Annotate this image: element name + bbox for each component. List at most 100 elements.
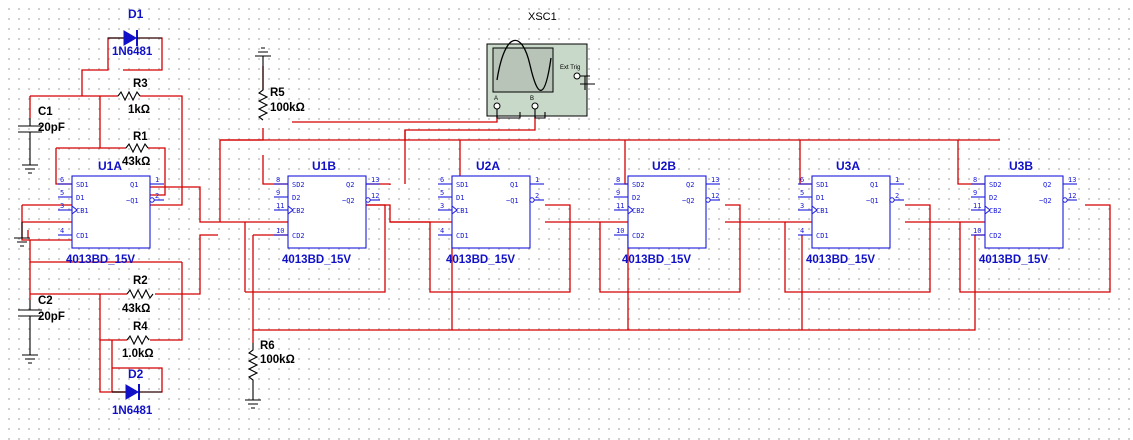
pin-name: CB1 xyxy=(456,207,469,215)
c1-value: 20pF xyxy=(38,122,65,134)
pin-name: Q1 xyxy=(130,181,138,189)
pin-name: CD1 xyxy=(456,232,469,240)
d1-value: 1N6481 xyxy=(112,46,153,58)
c2-ref: C2 xyxy=(38,295,53,307)
ic-body xyxy=(287,175,367,249)
capacitor-c1[interactable] xyxy=(18,118,42,174)
pin-name: D1 xyxy=(456,194,464,202)
capacitor-c2[interactable] xyxy=(18,300,42,364)
pin-number: 12 xyxy=(1068,192,1076,200)
pin-name: SD1 xyxy=(76,181,89,189)
d2-ref: D2 xyxy=(128,367,144,381)
pin-name: ~Q1 xyxy=(866,197,879,205)
pin-name: Q2 xyxy=(346,181,354,189)
pin-name: ~Q2 xyxy=(342,197,355,205)
pin-name: CB1 xyxy=(76,207,89,215)
pin-number: 9 xyxy=(616,189,620,197)
r1-value: 43kΩ xyxy=(122,156,150,168)
d1-ref: D1 xyxy=(128,7,144,21)
ic-part: 4013BD_15V xyxy=(446,254,515,266)
pin-name: ~Q1 xyxy=(506,197,519,205)
c2-value: 20pF xyxy=(38,311,65,323)
diode-d1[interactable] xyxy=(108,30,162,46)
pin-number: 6 xyxy=(60,176,64,184)
pin-name: CD1 xyxy=(76,232,89,240)
pin-number: 13 xyxy=(711,176,719,184)
resistor-r4[interactable] xyxy=(126,334,150,346)
pin-number: 4 xyxy=(440,227,444,235)
channel-b-label: B xyxy=(530,96,534,102)
r4-value: 1.0kΩ xyxy=(122,348,154,360)
ic-ref: U3A xyxy=(836,159,860,173)
pin-name: CB2 xyxy=(292,207,305,215)
oscilloscope-xsc1[interactable]: XSC1 A B Ext Trig xyxy=(486,11,595,119)
ext-trig-terminal[interactable] xyxy=(573,72,581,80)
pin-name: SD1 xyxy=(456,181,469,189)
pin-name: D2 xyxy=(292,194,300,202)
pin-name: D2 xyxy=(632,194,640,202)
pin-number: 10 xyxy=(616,227,624,235)
pin-number: 8 xyxy=(616,176,620,184)
pin-number: 8 xyxy=(276,176,280,184)
r2-ref: R2 xyxy=(133,275,148,287)
ground-left xyxy=(14,222,30,247)
sine-wave-icon xyxy=(496,39,552,92)
diode-d2[interactable] xyxy=(112,384,162,400)
pin-number: 12 xyxy=(371,192,379,200)
channel-b-terminal[interactable] xyxy=(531,102,539,110)
r6-value: 100kΩ xyxy=(260,354,295,366)
oscilloscope-ref: XSC1 xyxy=(528,11,557,23)
c1-ref: C1 xyxy=(38,106,53,118)
resistor-r3[interactable] xyxy=(117,90,141,102)
pin-number: 10 xyxy=(276,227,284,235)
pin-number: 4 xyxy=(800,227,804,235)
r5-ref: R5 xyxy=(270,87,285,99)
pin-number: 5 xyxy=(440,189,444,197)
ic-body xyxy=(811,175,891,249)
ic-body xyxy=(71,175,151,249)
pin-number: 6 xyxy=(800,176,804,184)
pin-name: SD1 xyxy=(816,181,829,189)
pin-name: D1 xyxy=(816,194,824,202)
ic-ref: U1A xyxy=(98,159,122,173)
r2-value: 43kΩ xyxy=(122,303,150,315)
resistor-r6[interactable] xyxy=(245,343,261,409)
r6-ref: R6 xyxy=(260,340,275,352)
passive-components xyxy=(14,30,271,409)
ext-trig-label: Ext Trig xyxy=(560,65,580,71)
pin-number: 8 xyxy=(973,176,977,184)
r3-value: 1kΩ xyxy=(128,104,150,116)
pin-name: D2 xyxy=(989,194,997,202)
channel-a-label: A xyxy=(494,96,498,102)
channel-a-terminal[interactable] xyxy=(493,102,501,110)
pin-name: ~Q1 xyxy=(126,197,139,205)
resistor-r1[interactable] xyxy=(125,142,149,154)
pin-number: 11 xyxy=(616,202,624,210)
d2-value: 1N6481 xyxy=(112,405,153,417)
ic-part: 4013BD_15V xyxy=(622,254,691,266)
pin-name: Q1 xyxy=(870,181,878,189)
ic-body xyxy=(451,175,531,249)
resistor-r5[interactable] xyxy=(255,47,271,121)
resistor-r2[interactable] xyxy=(126,288,154,300)
r3-ref: R3 xyxy=(133,78,148,90)
pin-name: CD2 xyxy=(292,232,305,240)
pin-number: 3 xyxy=(60,202,64,210)
pin-name: ~Q2 xyxy=(682,197,695,205)
component-labels: D1 1N6481 R3 1kΩ R1 43kΩ C1 20pF R2 43kΩ… xyxy=(38,7,305,417)
pin-number: 3 xyxy=(440,202,444,210)
ic-body xyxy=(984,175,1064,249)
pin-number: 9 xyxy=(276,189,280,197)
pin-number: 5 xyxy=(60,189,64,197)
ic-ref: U3B xyxy=(1009,159,1033,173)
pin-number: 1 xyxy=(895,176,899,184)
pin-name: CD2 xyxy=(989,232,1002,240)
pin-name: CB2 xyxy=(989,207,1002,215)
